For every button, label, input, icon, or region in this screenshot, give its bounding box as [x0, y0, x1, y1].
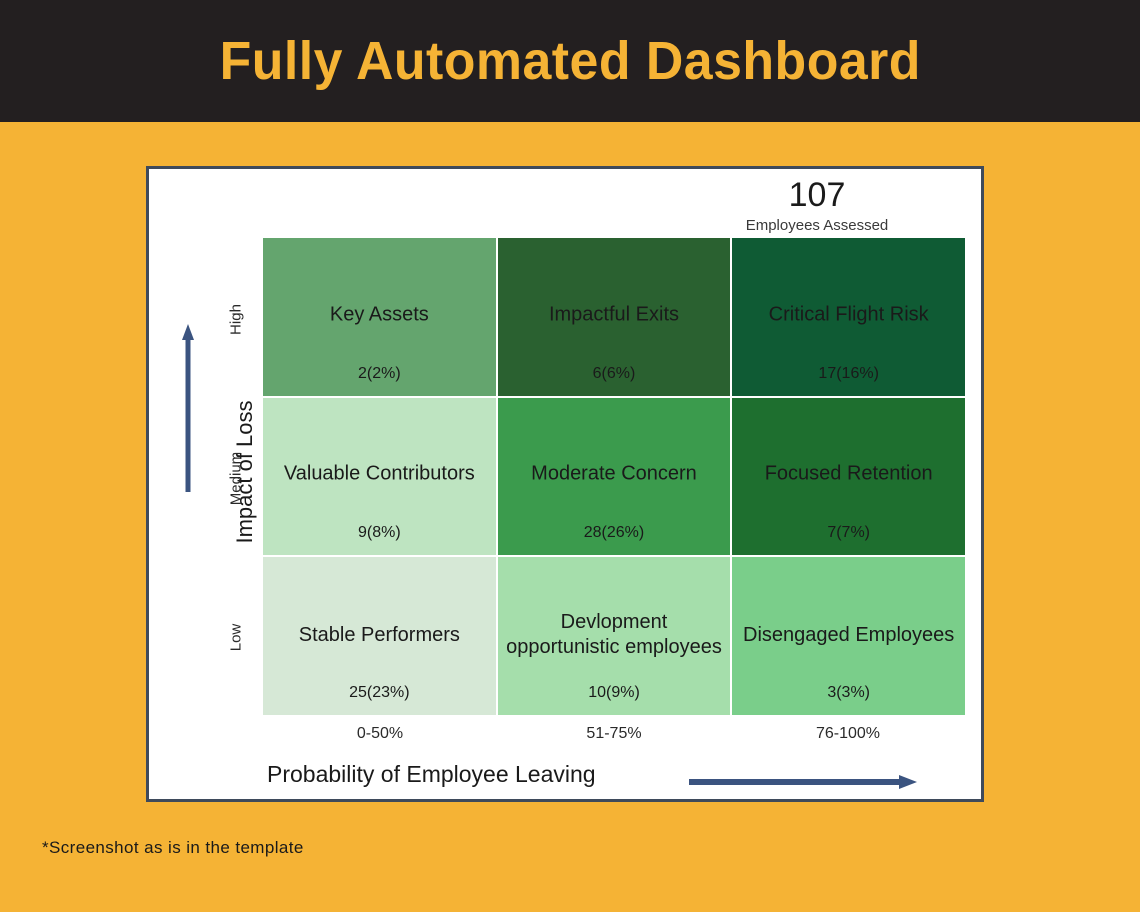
matrix-cell-label: Key Assets [329, 303, 429, 326]
kpi-value: 107 [788, 176, 846, 214]
matrix-cell-label: Moderate Concern [531, 462, 697, 485]
x-axis-tick-76-100: 76-100% [815, 725, 881, 742]
risk-matrix-grid: Key Assets 2(2%) Impactful Exits 6(6%) C… [263, 238, 965, 715]
matrix-cell-critical-flight-risk[interactable]: Critical Flight Risk 17(16%) [732, 238, 965, 396]
matrix-cell-label: Disengaged Employees [743, 624, 955, 647]
matrix-cell-value: 3(3%) [827, 684, 870, 701]
x-axis-ticks: 0-50% 51-75% 76-100% [263, 725, 965, 743]
matrix-cell-focused-retention[interactable]: Focused Retention 7(7%) [732, 397, 965, 556]
y-axis-tick-high: High [227, 304, 245, 335]
matrix-cell-moderate-concern[interactable]: Moderate Concern 28(26%) [497, 397, 731, 556]
page-header: Fully Automated Dashboard [0, 0, 1140, 122]
y-axis-arrow-icon [181, 324, 195, 494]
kpi-employees-assessed: 107 Employees Assessed [667, 175, 967, 236]
matrix-cell-value: 9(8%) [357, 524, 401, 542]
x-axis-arrow-icon [689, 774, 917, 790]
matrix-cell-disengaged-employees[interactable]: Disengaged Employees 3(3%) [732, 557, 965, 715]
matrix-cell-value: 25(23%) [349, 684, 410, 701]
matrix-cell-label: Valuable Contributors [283, 462, 475, 485]
matrix-cell-value: 7(7%) [827, 524, 870, 542]
matrix-cell-value: 6(6%) [592, 364, 636, 382]
matrix-cell-label: Stable Performers [298, 624, 460, 647]
matrix-cell-impactful-exits[interactable]: Impactful Exits 6(6%) [497, 238, 731, 396]
matrix-cell-label: Devlopment opportunistic employees [506, 611, 722, 659]
matrix-cell-value: 17(16%) [818, 364, 879, 382]
matrix-cell-value: 2(2%) [357, 364, 401, 382]
y-axis-tick-low: Low [227, 623, 245, 652]
x-axis-tick-0-50: 0-50% [356, 725, 404, 742]
dashboard-card: 107 Employees Assessed Impact of Loss Hi… [146, 166, 984, 802]
matrix-cell-key-assets[interactable]: Key Assets 2(2%) [263, 238, 496, 396]
matrix-cell-value: 10(9%) [588, 684, 640, 701]
page-title: Fully Automated Dashboard [219, 31, 921, 91]
matrix-cell-development-opportunistic-employees[interactable]: Devlopment opportunistic employees 10(9%… [497, 557, 731, 715]
matrix-cell-value: 28(26%) [583, 524, 645, 542]
footnote-text: *Screenshot as is in the template [42, 838, 304, 857]
kpi-label: Employees Assessed [745, 217, 889, 234]
matrix-cell-label: Impactful Exits [548, 303, 680, 326]
matrix-cell-label: Critical Flight Risk [768, 303, 929, 326]
y-axis-tick-medium: Medium [227, 451, 245, 506]
matrix-cell-valuable-contributors[interactable]: Valuable Contributors 9(8%) [263, 397, 496, 556]
x-axis-title: Probability of Employee Leaving [267, 761, 596, 787]
matrix-cell-stable-performers[interactable]: Stable Performers 25(23%) [263, 557, 496, 715]
x-axis-tick-51-75: 51-75% [586, 725, 642, 742]
matrix-cell-label: Focused Retention [764, 462, 933, 485]
